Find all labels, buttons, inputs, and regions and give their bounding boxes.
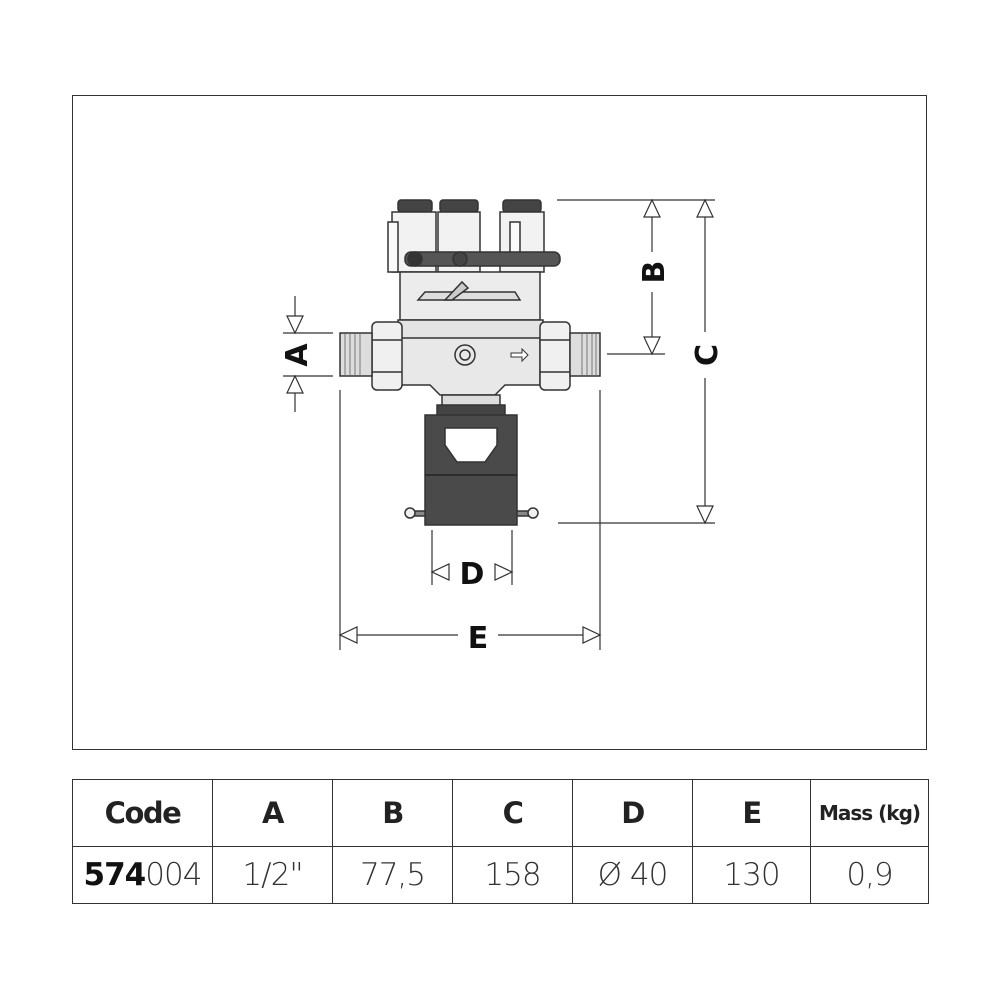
table-header-row: Code A B C D E Mass (kg) bbox=[72, 779, 929, 847]
dimension-lines bbox=[283, 198, 715, 650]
dim-label-d: D bbox=[460, 557, 485, 592]
header-code: Code bbox=[72, 779, 213, 847]
dim-label-a: A bbox=[280, 343, 315, 367]
cell-c: 158 bbox=[452, 846, 573, 904]
header-a: A bbox=[212, 779, 333, 847]
drain-screws bbox=[404, 507, 539, 519]
cell-code: 574004 bbox=[72, 846, 213, 904]
thread-lines bbox=[344, 334, 597, 375]
header-d: D bbox=[572, 779, 693, 847]
dim-label-e: E bbox=[468, 621, 489, 656]
header-b: B bbox=[332, 779, 453, 847]
cell-b: 77,5 bbox=[332, 846, 453, 904]
cell-e: 130 bbox=[692, 846, 811, 904]
cell-a: 1/2" bbox=[212, 846, 333, 904]
dimension-labels: A B C D E bbox=[280, 261, 725, 656]
dim-label-c: C bbox=[690, 344, 725, 366]
brand-logo-icon bbox=[454, 344, 476, 366]
valve-illustration bbox=[339, 199, 601, 526]
valve-dimension-drawing: A B C D E bbox=[280, 198, 725, 656]
header-e: E bbox=[692, 779, 811, 847]
lever bbox=[404, 251, 561, 267]
dim-label-b: B bbox=[637, 261, 672, 284]
dimensions-table: Code A B C D E Mass (kg) 574004 1/2" 77,… bbox=[72, 779, 929, 904]
table-row: 574004 1/2" 77,5 158 Ø 40 130 0,9 bbox=[72, 846, 929, 904]
cell-d: Ø 40 bbox=[572, 846, 693, 904]
flow-arrow-icon bbox=[510, 347, 529, 363]
header-c: C bbox=[452, 779, 573, 847]
header-mass: Mass (kg) bbox=[810, 779, 929, 847]
cell-mass: 0,9 bbox=[810, 846, 929, 904]
code-suffix: 004 bbox=[145, 857, 202, 893]
drawing-frame bbox=[72, 95, 927, 750]
code-prefix: 574 bbox=[83, 857, 147, 893]
